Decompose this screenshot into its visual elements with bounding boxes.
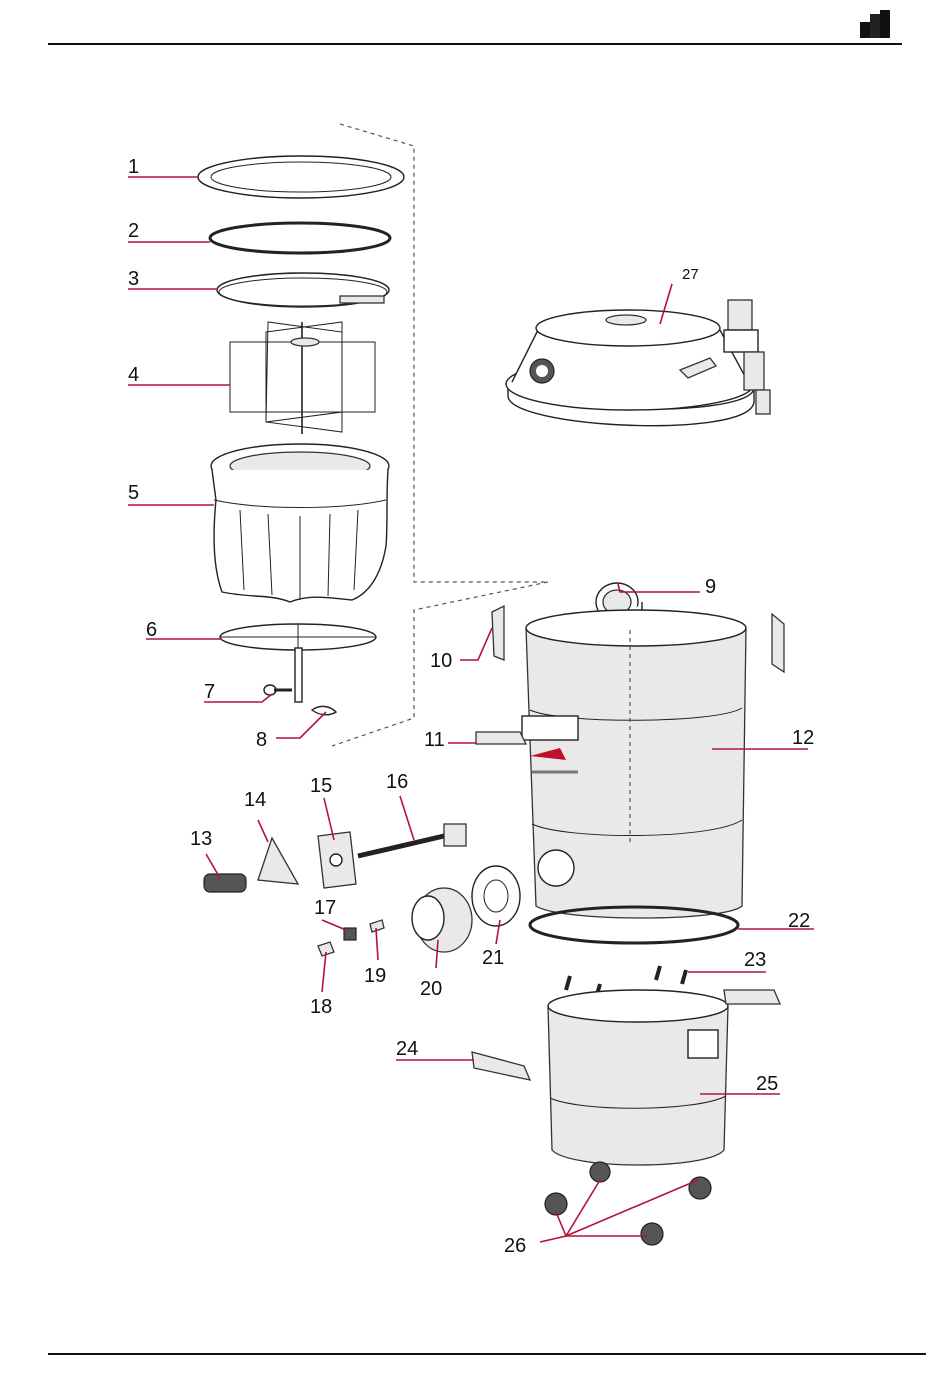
part-5-filter-bag bbox=[211, 444, 389, 602]
callout-3: 3 bbox=[128, 268, 139, 290]
callout-24: 24 bbox=[396, 1038, 418, 1060]
callout-27: 27 bbox=[682, 266, 699, 283]
callout-2: 2 bbox=[128, 220, 139, 242]
callout-25: 25 bbox=[756, 1073, 778, 1095]
part-1-cover-ring bbox=[198, 156, 404, 198]
part-25-lower-tank bbox=[548, 990, 728, 1165]
callout-15: 15 bbox=[310, 775, 332, 797]
part-11-handle bbox=[476, 732, 526, 744]
part-16-lever-rod bbox=[358, 824, 466, 856]
callout-7: 7 bbox=[204, 681, 215, 703]
part-21-flange bbox=[472, 866, 520, 926]
part-7-screw bbox=[264, 685, 292, 695]
part-19-pin bbox=[370, 920, 384, 932]
callout-23: 23 bbox=[744, 949, 766, 971]
callout-6: 6 bbox=[146, 619, 157, 641]
callout-14: 14 bbox=[244, 789, 266, 811]
callout-16: 16 bbox=[386, 771, 408, 793]
callout-11: 11 bbox=[424, 729, 445, 751]
callout-18: 18 bbox=[310, 996, 332, 1018]
part-27-motor-lid bbox=[506, 300, 770, 426]
part-20-valve-body bbox=[412, 888, 472, 952]
callout-10: 10 bbox=[430, 650, 452, 672]
part-2-gasket bbox=[210, 223, 390, 253]
part-12-upper-drum bbox=[522, 610, 746, 918]
part-26-casters bbox=[545, 1162, 711, 1245]
part-15-plate bbox=[318, 832, 356, 888]
callout-21: 21 bbox=[482, 947, 504, 969]
callout-22: 22 bbox=[788, 910, 810, 932]
callout-1: 1 bbox=[128, 156, 139, 178]
part-4-filter-frame bbox=[230, 322, 375, 434]
callout-8: 8 bbox=[256, 729, 267, 751]
callout-20: 20 bbox=[420, 978, 442, 1000]
part-14-cone-valve bbox=[258, 838, 298, 884]
callout-9: 9 bbox=[705, 576, 716, 598]
book-stack-icon bbox=[860, 10, 890, 38]
callout-17: 17 bbox=[314, 897, 336, 919]
callout-19: 19 bbox=[364, 965, 386, 987]
part-13-spring bbox=[204, 874, 246, 892]
part-3-clamp-ring bbox=[217, 273, 389, 307]
part-6-disc-rod bbox=[220, 624, 376, 702]
callout-26: 26 bbox=[504, 1235, 526, 1257]
callout-13: 13 bbox=[190, 828, 212, 850]
callout-4: 4 bbox=[128, 364, 139, 386]
callout-5: 5 bbox=[128, 482, 139, 504]
callout-12: 12 bbox=[792, 727, 814, 749]
